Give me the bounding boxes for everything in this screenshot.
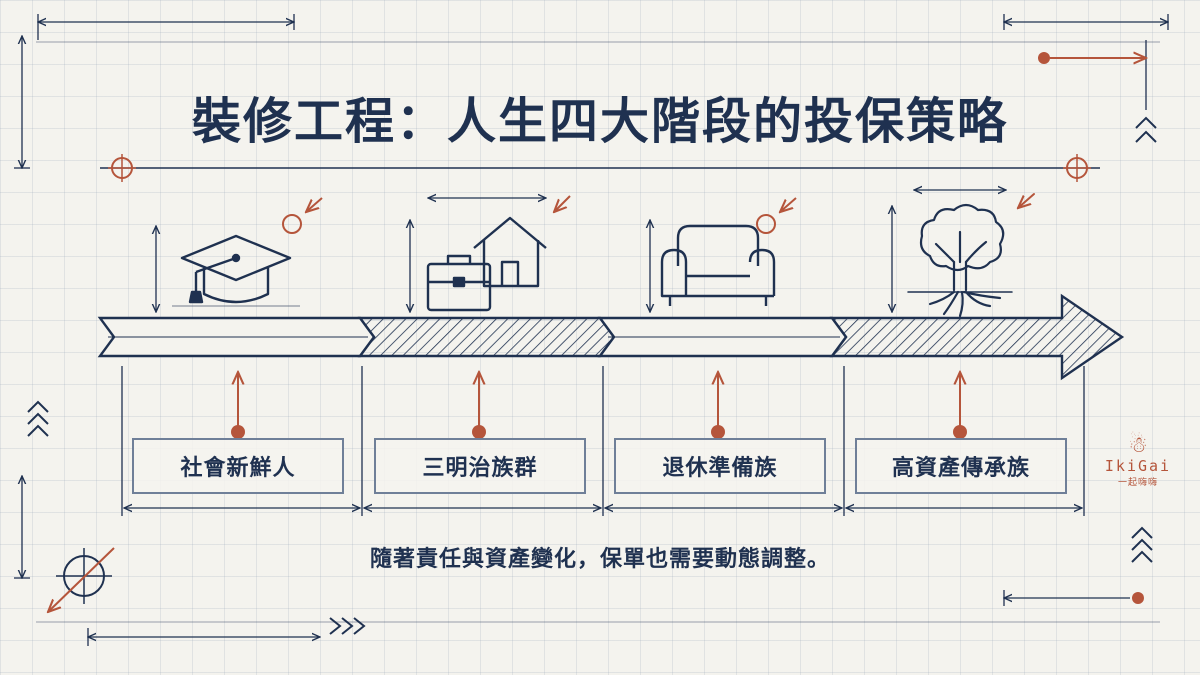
corner-accent-arrow — [1038, 52, 1146, 604]
tree-roots-icon — [892, 190, 1035, 318]
chevron-decorations — [27, 116, 1157, 635]
logo-name: IkiGai — [1104, 457, 1172, 475]
stage-label: 高資產傳承族 — [891, 456, 1030, 481]
logo-figure-icon: ☃ — [1128, 433, 1148, 458]
armchair-icon — [650, 197, 797, 312]
graduation-cap-icon — [156, 197, 323, 312]
stage-box-4: 高資產傳承族 — [855, 438, 1067, 494]
stage-box-2: 三明治族群 — [374, 438, 586, 494]
stage-box-1: 社會新鮮人 — [132, 438, 344, 494]
caption-text: 隨著責任與資產變化，保單也需要動態調整。 — [369, 547, 830, 572]
timeline-arrow — [97, 293, 1125, 381]
frame-dimension-lines — [14, 14, 1168, 646]
stage-label: 社會新鮮人 — [180, 456, 296, 481]
crosshair-icon — [48, 547, 115, 612]
logo-subtitle: 一起嗨嗨 — [1117, 478, 1158, 488]
stage-dimension-lines — [121, 366, 1085, 516]
stage-label: 退休準備族 — [662, 456, 778, 481]
stage-pointer-arrows — [231, 372, 967, 439]
stage-label: 三明治族群 — [422, 456, 538, 481]
briefcase-house-icon — [410, 196, 571, 312]
stage-box-3: 退休準備族 — [614, 438, 826, 494]
brand-logo: ☃ IkiGai 一起嗨嗨 — [1098, 433, 1178, 489]
page-title: 裝修工程：人生四大階段的投保策略 — [191, 93, 1008, 150]
title-guideline — [100, 154, 1100, 182]
